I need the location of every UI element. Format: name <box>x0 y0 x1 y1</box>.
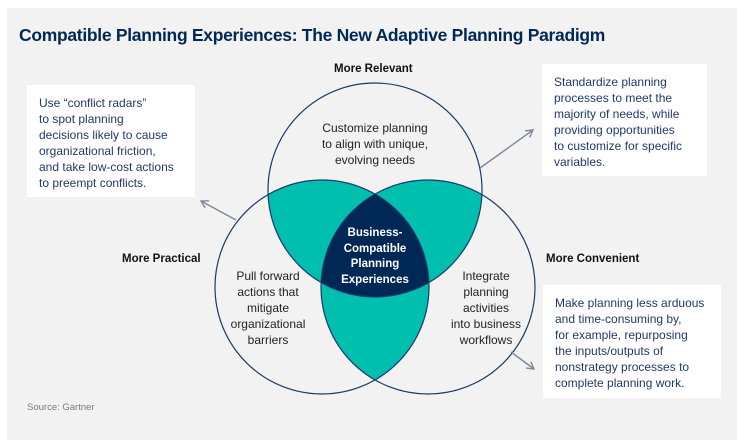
label-more-convenient: More Convenient <box>546 253 640 265</box>
text-line: Pull forward <box>236 269 300 283</box>
text-line: and take low-cost actions <box>39 160 174 174</box>
text-line: processes to meet the <box>554 91 673 105</box>
text-line: Use “conflict radars” <box>39 96 147 110</box>
circle-convenient <box>320 179 536 395</box>
source-note: Source: Gartner <box>27 402 95 413</box>
text-line: actions that <box>237 285 299 299</box>
text-line: to customize for specific <box>554 139 683 153</box>
text-line: decisions likely to cause <box>39 128 168 142</box>
circle-relevant <box>267 82 483 298</box>
callout-practical: Use “conflict radars” to spot planning d… <box>27 85 195 197</box>
text-line: organizational <box>230 317 306 331</box>
text-line: activities <box>462 301 509 315</box>
callout-relevant: Standardize planning processes to meet t… <box>542 64 707 176</box>
text-line: barriers <box>247 333 289 347</box>
text-line: the inputs/outputs of <box>555 344 664 358</box>
text-line: complete planning work. <box>555 376 685 390</box>
text-line: Planning <box>350 258 400 270</box>
text-line: for example, repurposing <box>555 328 688 342</box>
label-more-relevant: More Relevant <box>334 63 413 75</box>
text-line: majority of needs, while <box>554 107 680 121</box>
text-line: to preempt conflicts. <box>39 176 147 190</box>
text-line: Customize planning <box>322 121 428 135</box>
text-line: to align with unique, <box>321 137 429 151</box>
text-line: variables. <box>554 155 606 169</box>
text-line: Business- <box>347 227 403 239</box>
text-line: providing opportunities <box>554 123 675 137</box>
text-line: nonstrategy processes to <box>555 360 690 374</box>
diagram-title: Compatible Planning Experiences: The New… <box>19 25 606 45</box>
circle-relevant-text: Customize planning to align with unique,… <box>305 120 445 168</box>
callout-convenient: Make planning less arduous and time-cons… <box>543 285 721 398</box>
text-line: Make planning less arduous <box>555 296 705 310</box>
circle-practical <box>214 179 430 395</box>
arrow-relevant-icon <box>479 129 535 169</box>
text-line: Experiences <box>341 273 409 286</box>
text-line: planning <box>463 285 509 299</box>
circle-convenient-text: Integrate planning activities into busin… <box>436 268 536 348</box>
text-line: evolving needs <box>334 153 416 167</box>
arrow-convenient-icon <box>510 351 536 370</box>
text-line: to spot planning <box>39 112 124 126</box>
center-text: Business- Compatible Planning Experience… <box>325 226 425 288</box>
circle-practical-text: Pull forward actions that mitigate organ… <box>218 268 318 348</box>
text-line: mitigate <box>246 301 290 315</box>
text-line: Standardize planning <box>554 75 667 89</box>
text-line: Integrate <box>462 269 510 283</box>
text-line: and time-consuming by, <box>555 312 682 326</box>
text-line: workflows <box>459 333 513 347</box>
text-line: into business <box>450 317 522 331</box>
label-more-practical: More Practical <box>122 253 201 265</box>
arrow-practical-icon <box>199 200 237 221</box>
text-line: Compatible <box>343 242 407 255</box>
text-line: organizational friction, <box>39 144 156 158</box>
